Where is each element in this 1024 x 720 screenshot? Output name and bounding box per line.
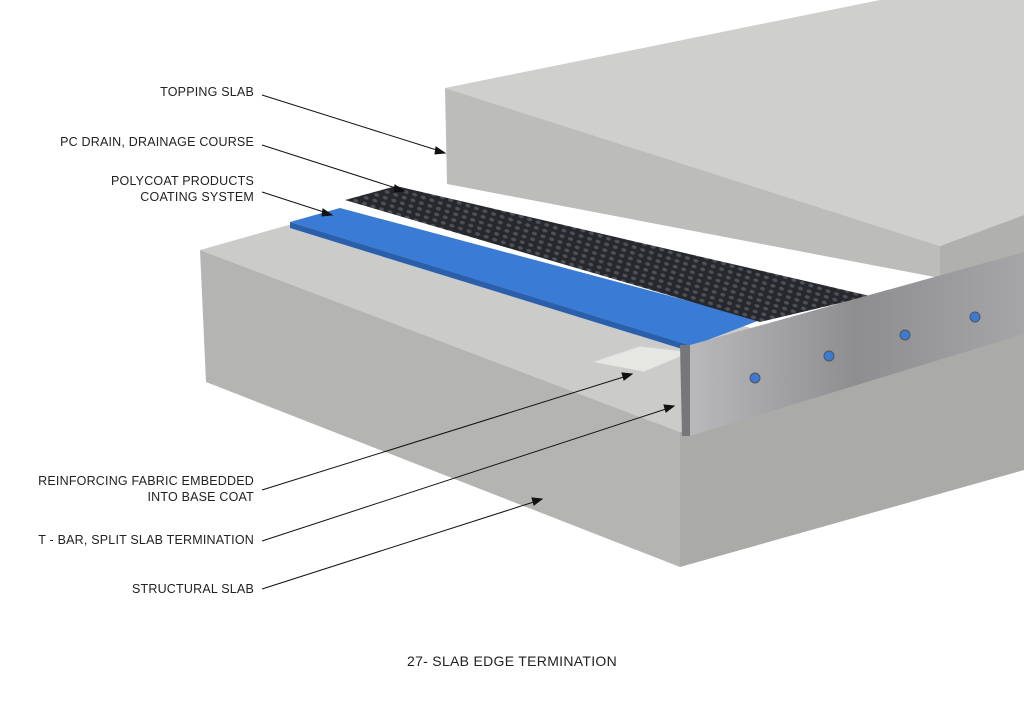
label-fabric-line1: REINFORCING FABRIC EMBEDDED [38, 474, 254, 488]
drainage-course [345, 186, 870, 322]
label-polycoat-line2: COATING SYSTEM [140, 190, 254, 204]
weep-hole [969, 311, 981, 323]
topping-slab [445, 0, 1024, 278]
label-structural-slab: STRUCTURAL SLAB [131, 582, 254, 596]
label-polycoat-line1: POLYCOAT PRODUCTS [110, 174, 254, 188]
structural-slab-front [200, 250, 680, 567]
weep-hole [899, 329, 911, 341]
topping-slab-side [940, 215, 1024, 278]
label-fabric-line2: INTO BASE COAT [147, 490, 254, 504]
leader-lines [261, 94, 676, 590]
label-t-bar: T - BAR, SPLIT SLAB TERMINATION [38, 533, 254, 547]
weep-hole [823, 350, 835, 362]
weep-hole [749, 372, 761, 384]
diagram-title: 27- SLAB EDGE TERMINATION [406, 653, 618, 669]
topping-slab-front [445, 88, 940, 278]
label-polycoat: POLYCOAT PRODUCTS COATING SYSTEM [111, 173, 254, 205]
topping-slab-top [445, 0, 1024, 246]
label-reinforcing-fabric: REINFORCING FABRIC EMBEDDED INTO BASE CO… [38, 473, 254, 505]
label-pc-drain: PC DRAIN, DRAINAGE COURSE [60, 135, 254, 149]
coating-system [290, 208, 760, 352]
label-topping-slab: TOPPING SLAB [160, 85, 254, 99]
t-bar [680, 252, 1024, 436]
structural-slab-side [680, 330, 1024, 567]
